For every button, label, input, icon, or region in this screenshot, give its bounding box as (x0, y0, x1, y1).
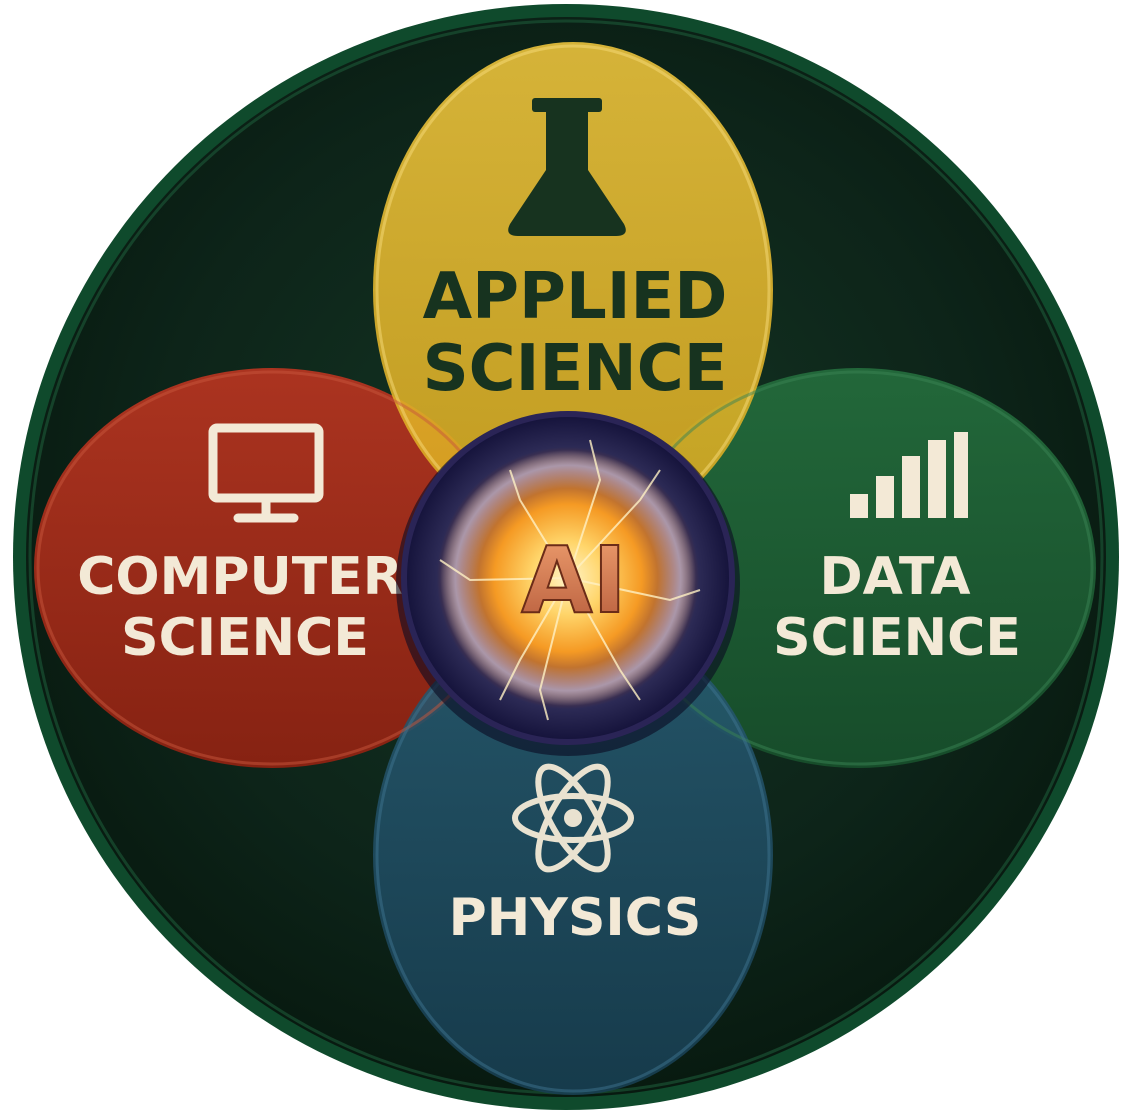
flask-icon (508, 98, 626, 236)
data-science-label-line1: DATA (819, 547, 970, 607)
ai-core-ring (401, 411, 735, 745)
ai-label: AI (521, 527, 626, 634)
monitor-icon (208, 423, 324, 523)
applied-science-label-line2: SCIENCE (423, 332, 728, 406)
lobe-data-science (620, 368, 1096, 768)
atom-icon (512, 763, 634, 873)
lightning-streaks (439, 439, 701, 721)
lobe-computer-science (34, 368, 510, 768)
physics-label: PHYSICS (449, 888, 702, 948)
lobe-applied-science (373, 42, 773, 538)
bar-chart-icon (850, 432, 968, 518)
data-science-label-line2: SCIENCE (773, 608, 1021, 668)
computer-science-label-line2: SCIENCE (121, 608, 369, 668)
applied-science-label-line1: APPLIED (423, 260, 728, 334)
computer-science-label-line1: COMPUTER (77, 547, 402, 607)
